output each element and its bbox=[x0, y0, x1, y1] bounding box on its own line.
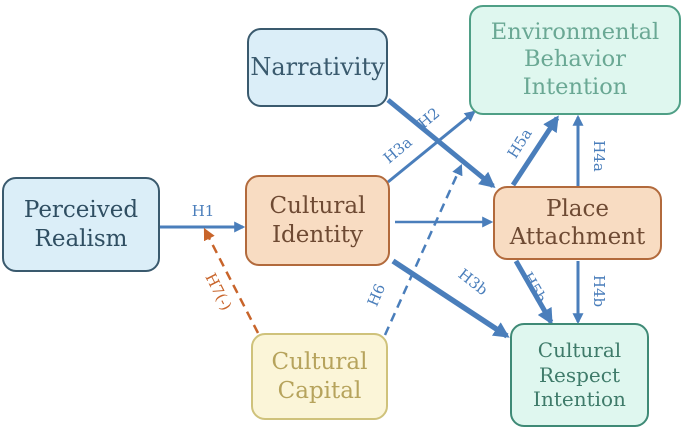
node-perceived-realism: Perceived Realism bbox=[2, 177, 160, 272]
node-capital-line-2: Capital bbox=[277, 377, 362, 404]
node-place-line-2: Attachment bbox=[509, 224, 646, 250]
node-respect-line-2: Respect bbox=[538, 362, 621, 387]
node-place-attachment: Place Attachment bbox=[493, 186, 662, 260]
arrow-h3a bbox=[387, 110, 476, 184]
node-identity-line-1: Cultural bbox=[269, 193, 366, 220]
node-cultural-respect-intention: Cultural Respect Intention bbox=[510, 323, 649, 427]
node-narrativity-line-1: Narrativity bbox=[250, 52, 385, 81]
node-respect-line-1: Cultural bbox=[537, 338, 622, 363]
node-capital-line-1: Cultural bbox=[271, 349, 368, 376]
arrow-h5b bbox=[513, 259, 554, 325]
node-place-line-1: Place bbox=[545, 195, 610, 222]
node-perceived-line-2: Realism bbox=[34, 225, 128, 252]
node-environmental-behavior-intention: Environmental Behavior Intention bbox=[469, 5, 681, 115]
node-perceived-line-1: Perceived bbox=[23, 197, 139, 224]
arrow-h3b bbox=[391, 258, 510, 339]
node-cultural-identity: Cultural Identity bbox=[245, 175, 390, 266]
label-h1: H1 bbox=[192, 202, 215, 220]
node-env-line-3: Intention bbox=[522, 73, 628, 100]
node-cultural-capital: Cultural Capital bbox=[251, 333, 388, 420]
arrow-h6 bbox=[383, 163, 463, 336]
arrow-h7 bbox=[203, 227, 260, 334]
node-respect-line-3: Intention bbox=[533, 387, 626, 412]
label-h4a: H4a bbox=[590, 140, 608, 172]
label-h3b: H3b bbox=[455, 265, 491, 299]
node-env-line-2: Behavior bbox=[524, 46, 626, 73]
label-h5b: H5b bbox=[518, 269, 550, 306]
label-h6: H6 bbox=[364, 281, 389, 309]
label-h4b: H4b bbox=[590, 275, 608, 307]
node-identity-line-2: Identity bbox=[271, 221, 364, 248]
arrow-h2 bbox=[386, 98, 496, 189]
node-env-line-1: Environmental bbox=[490, 18, 660, 45]
node-narrativity: Narrativity bbox=[247, 28, 388, 107]
arrow-h5a bbox=[510, 115, 560, 187]
